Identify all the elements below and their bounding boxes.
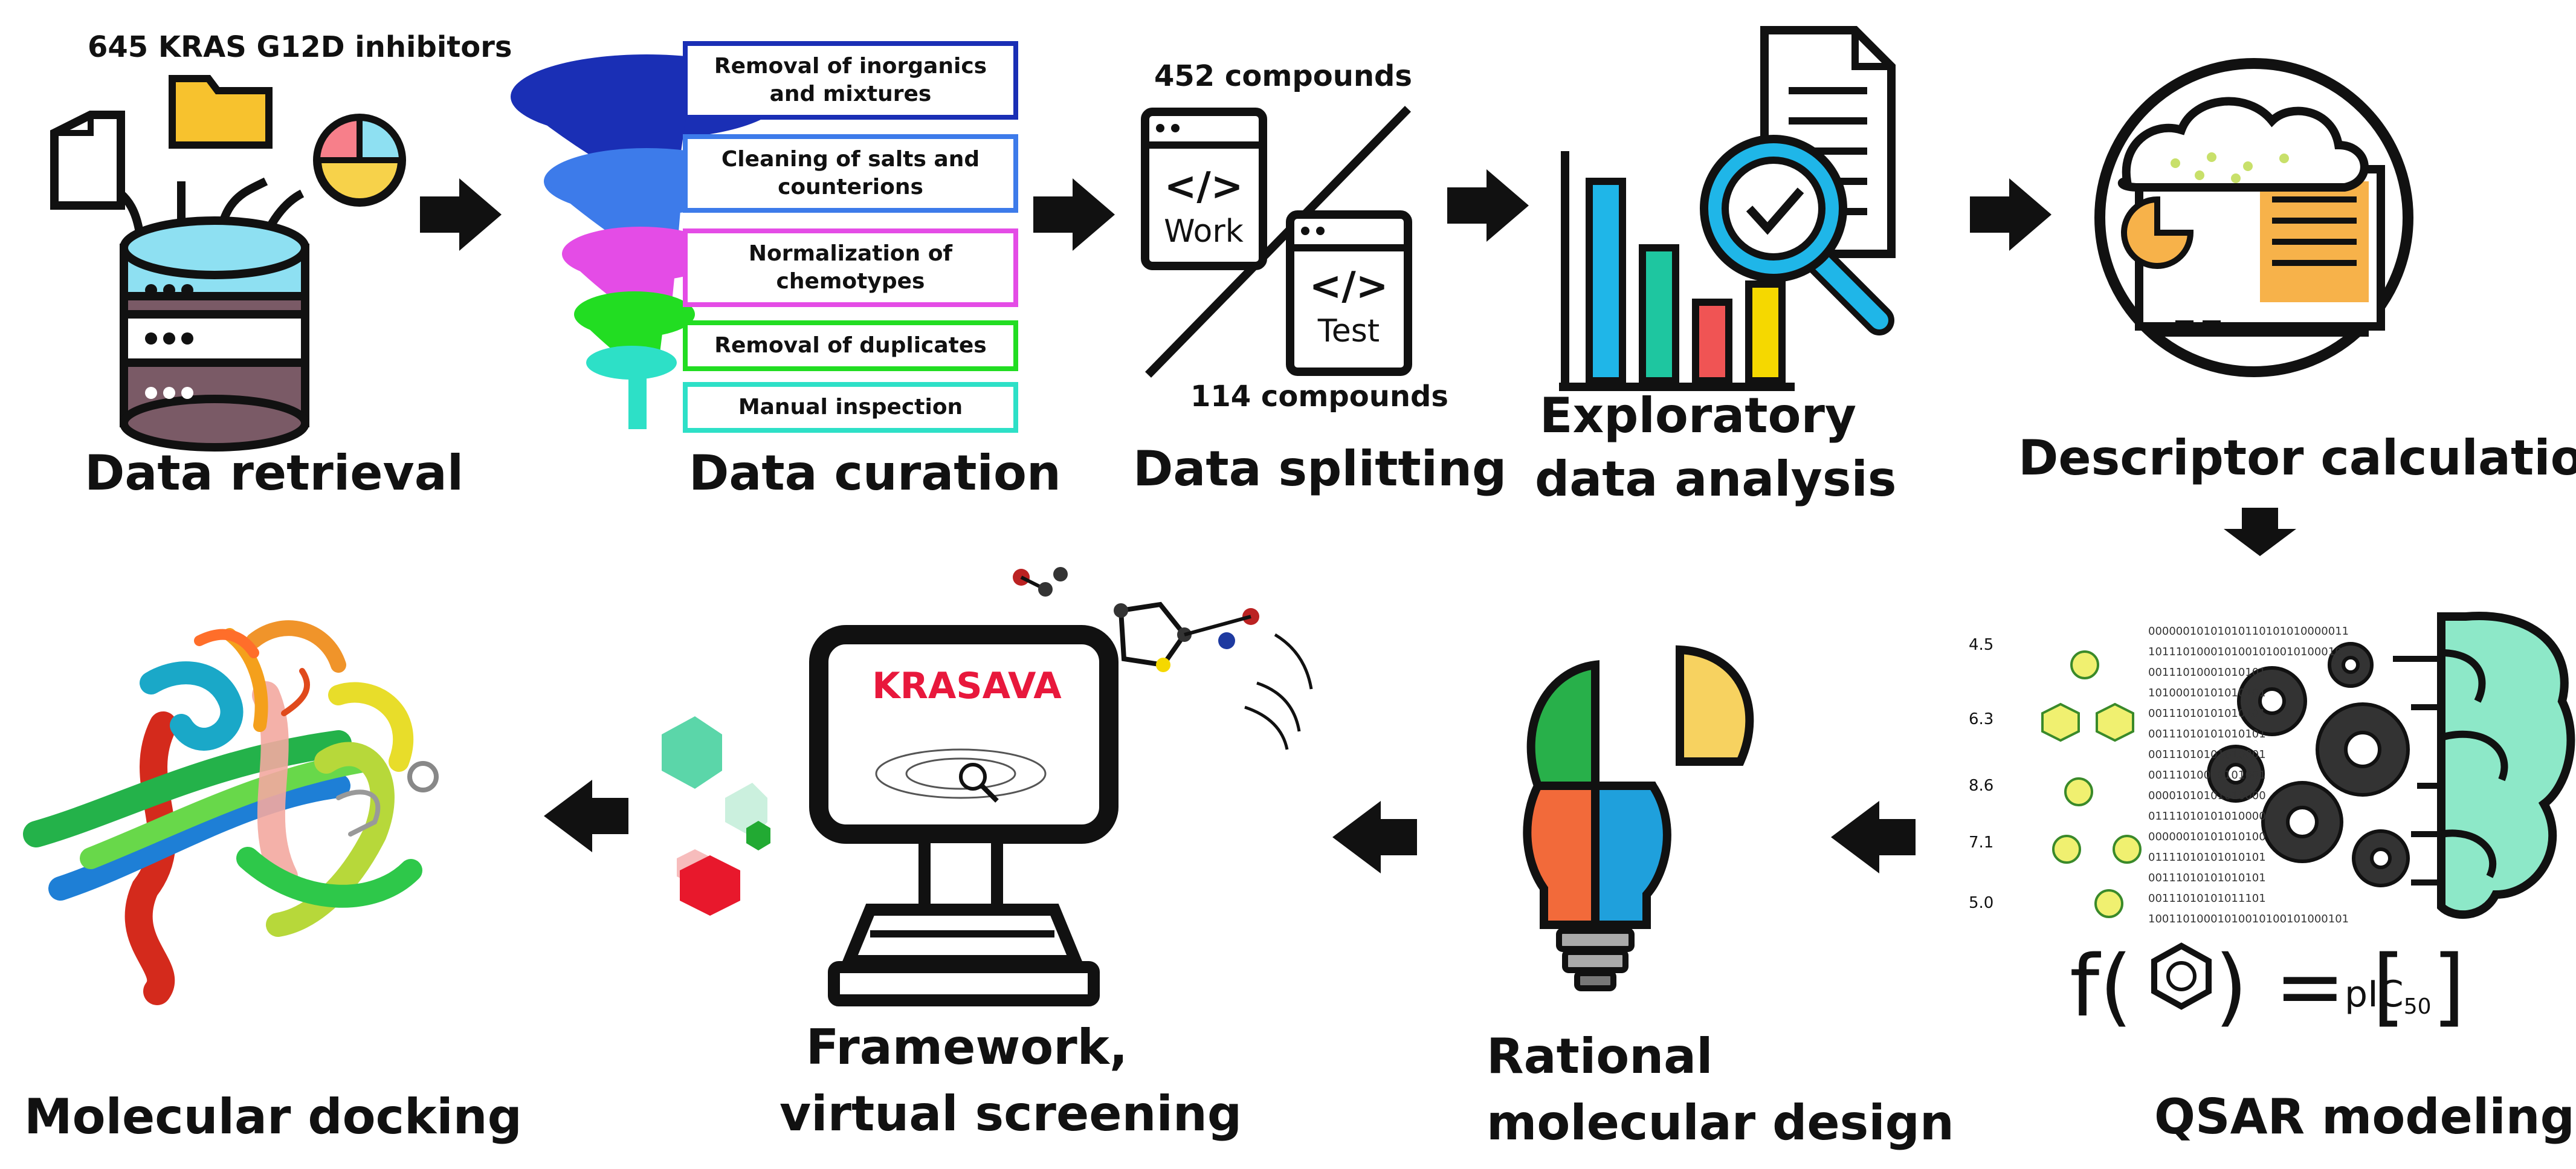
filter-box-4: Removal of duplicates (683, 320, 1018, 371)
arrow-right-3 (1447, 169, 1529, 242)
qsar-value: 6.3 (1969, 710, 1993, 728)
qsar-molecules (2041, 650, 2142, 918)
arrow-left-2 (1332, 801, 1417, 873)
arrow-left-3 (544, 780, 628, 852)
step-label-framework-line2: virtual screening (780, 1086, 1242, 1142)
protein-structure (23, 620, 439, 1005)
benzene-icon (2151, 942, 2212, 1010)
binary-row: 01111010101010101 (2148, 851, 2266, 864)
qsar-values: 4.5 6.3 8.6 7.1 5.0 (1969, 636, 1993, 912)
equation-pic50: pIC50 (2345, 973, 2432, 1019)
document-icon (50, 111, 125, 210)
pie-chart-icon (313, 114, 406, 207)
binary-row: 01111010101010000 (2148, 810, 2266, 823)
inhibitor-count: 645 KRAS G12D inhibitors (88, 30, 512, 64)
binary-descriptors: 00000010101010110101010000011 10111010001… (2148, 625, 2349, 925)
qsar-value: 5.0 (1969, 894, 1993, 912)
binary-row: 10100010101010101 (2148, 687, 2266, 699)
brain-icon (2393, 612, 2575, 919)
arrow-down (2224, 508, 2296, 556)
step-label-eda-line2: data analysis (1535, 451, 1897, 507)
equation-equals: ) = [ (2215, 937, 2406, 1036)
binary-row: 00000010101010110101010000011 (2148, 625, 2349, 638)
binary-row: 00111010101010101 (2148, 728, 2266, 740)
qsar-equation: f( ) = [ pIC50 ] (2070, 937, 2465, 1036)
equation-function: f( (2070, 937, 2132, 1036)
eda-graphic (1559, 26, 1896, 391)
binary-row: 00000010101010100 (2148, 831, 2266, 843)
arrow-right-2 (1033, 178, 1115, 251)
monitor-icon (809, 625, 1119, 1006)
arrow-right-1 (420, 178, 502, 251)
filter-box-1: Removal of inorganics and mixtures (683, 41, 1018, 120)
binary-row: 10111010001010010100101000101 (2148, 646, 2349, 658)
binary-row: 00111010010101001 (2148, 769, 2266, 782)
binary-row: 00111010101010101 (2148, 707, 2266, 720)
krasava-logo-text: KRASAVA (872, 665, 1062, 707)
qsar-value: 4.5 (1969, 636, 1993, 654)
work-label: Work (1164, 213, 1244, 250)
gears-icon (2207, 642, 2410, 887)
step-label-docking: Molecular docking (24, 1089, 522, 1145)
step-label-data-splitting: Data splitting (1133, 441, 1507, 497)
filter-box-3: Normalization of chemotypes (683, 228, 1018, 307)
qsar-value: 8.6 (1969, 777, 1993, 795)
step-label-qsar: QSAR modeling (2154, 1089, 2575, 1145)
binary-row: 00111010101010001 (2148, 748, 2266, 761)
binary-row: 00001010101010000 (2148, 789, 2266, 802)
equation-close-bracket: ] (2432, 937, 2465, 1036)
train-count: 452 compounds (1154, 59, 1412, 93)
descriptor-graphic (2094, 58, 2413, 377)
step-label-eda-line1: Exploratory (1539, 387, 1857, 444)
hexagon-decorations (662, 716, 770, 916)
floating-molecules (1013, 567, 1313, 750)
arrow-right-4 (1970, 178, 2051, 251)
binary-row: 00111010101011101 (2148, 892, 2266, 905)
lightbulb-icon (1523, 645, 1754, 991)
test-code-glyph: </> (1309, 264, 1389, 309)
step-label-data-retrieval: Data retrieval (85, 445, 464, 501)
database-icon (100, 177, 309, 452)
step-label-framework-line1: Framework, (805, 1019, 1128, 1075)
test-label: Test (1317, 313, 1380, 349)
test-count: 114 compounds (1190, 380, 1448, 413)
qsar-graphic (2041, 612, 2575, 1010)
folder-icon (169, 75, 273, 149)
binary-row: 10011010001010010100101000101 (2148, 913, 2349, 925)
qsar-value: 7.1 (1969, 834, 1993, 852)
filter-box-2: Cleaning of salts and counterions (683, 134, 1018, 213)
step-label-descriptor: Descriptor calculation (2018, 430, 2576, 486)
arrow-left-1 (1831, 801, 1916, 873)
step-label-rational-line2: molecular design (1487, 1095, 1954, 1151)
step-label-rational-line1: Rational (1487, 1028, 1713, 1084)
split-graphic: </> Work </> Test (1141, 106, 1412, 378)
binary-row: 00111010001010101 (2148, 666, 2266, 679)
work-code-glyph: </> (1164, 164, 1244, 209)
step-label-data-curation: Data curation (689, 445, 1061, 501)
binary-row: 00111010101010101 (2148, 872, 2266, 884)
filter-box-5: Manual inspection (683, 382, 1018, 433)
